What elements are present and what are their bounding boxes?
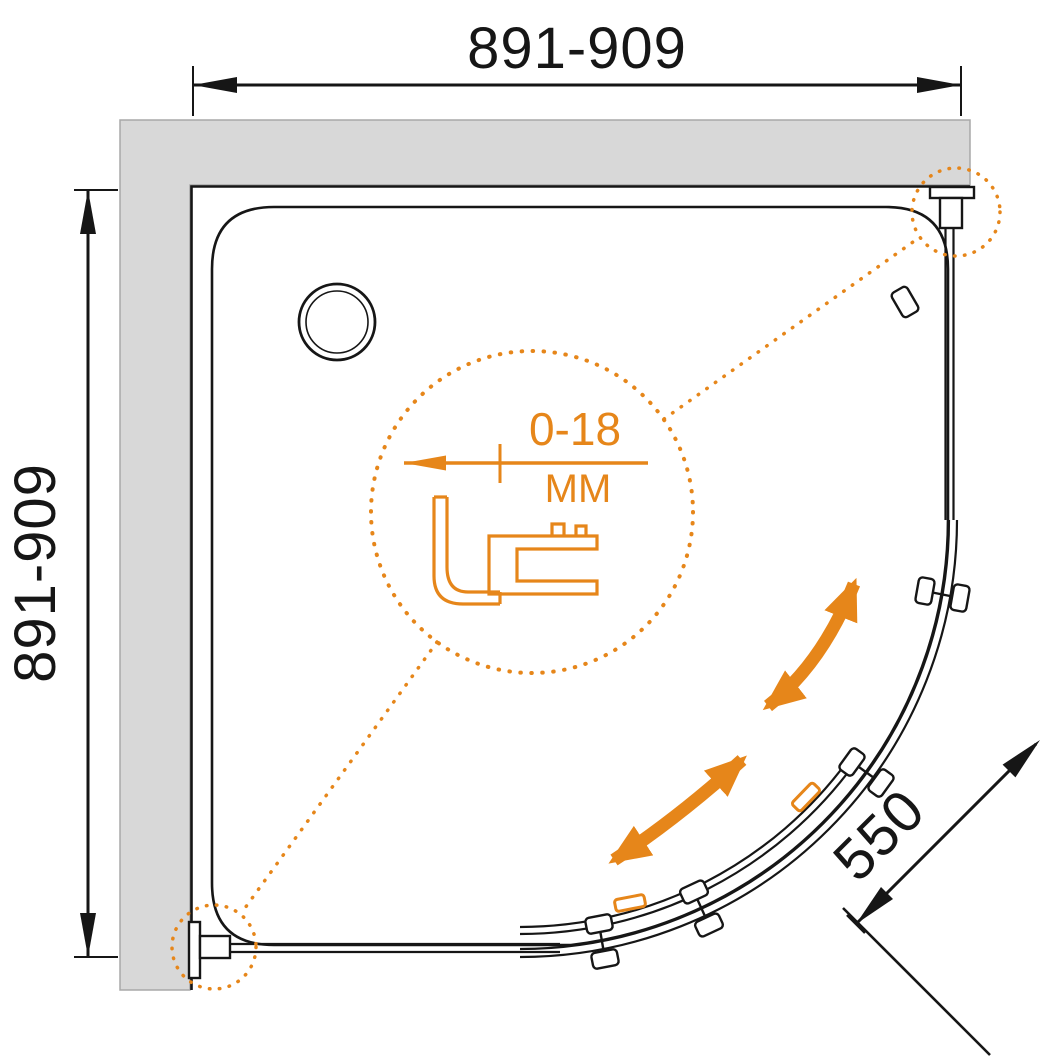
drain-outer (297, 282, 377, 362)
handle-upper (791, 781, 821, 813)
wall-profile-bottom-left-channel (198, 934, 232, 960)
fixed-glass-panels (224, 198, 955, 954)
glass-clamp-top (890, 285, 920, 319)
top-dimension-label: 891-909 (467, 16, 687, 81)
curved-sliding-doors (519, 519, 959, 959)
radius-dim-arrow-ne (1002, 740, 1040, 778)
roller-4-outer (590, 948, 620, 970)
radius-dim-tick (846, 914, 866, 934)
slide-arrow-upper (762, 577, 861, 712)
door-rollers (584, 285, 971, 970)
detail-leader-bottom-left (243, 640, 439, 910)
wall-profile-top-right-plate (928, 185, 976, 200)
fixed-glass-bottom (224, 942, 560, 954)
left-dimension: 891-909 (3, 189, 118, 958)
wall-l-shape (119, 119, 971, 991)
adjustment-arrow-left (404, 455, 446, 471)
left-dimension-label: 891-909 (3, 463, 68, 683)
detail-circle-top-right (910, 166, 1002, 258)
wall-profiles (187, 185, 976, 980)
handle-lower (613, 893, 647, 913)
detail-circle-bottom-left (170, 903, 258, 991)
roller-3-outer (693, 912, 725, 938)
walls (119, 119, 971, 991)
outer-door-glass-outer-line (519, 519, 959, 959)
profile-cross-section (432, 495, 599, 606)
roller-2-inner (838, 747, 866, 777)
top-dim-arrow-left (193, 77, 237, 93)
detail-leader-top-right (662, 235, 922, 421)
left-dim-arrow-top (80, 190, 96, 234)
detail-callout (170, 166, 1002, 991)
drain-inner (305, 290, 369, 354)
roller-3-inner (678, 879, 710, 905)
radius-dim-arrow-sw (856, 887, 893, 924)
roller-4-inner (584, 913, 614, 935)
profile-detail-content: 0-18 ММ (404, 403, 648, 606)
radius-dim-leader (842, 907, 991, 1056)
adjustment-unit-label: ММ (545, 467, 612, 511)
left-dim-arrow-bottom (80, 913, 96, 957)
roller-1-inner (914, 576, 936, 606)
wall-profile-top-right-channel (938, 196, 964, 230)
roller-1-outer (949, 583, 971, 613)
door-handles (613, 781, 821, 913)
fixed-glass-right (944, 198, 955, 520)
top-dim-arrow-right (917, 77, 961, 93)
outer-door-glass-inner-line (519, 519, 951, 951)
slide-direction-arrows (608, 577, 861, 866)
radius-dimension-label: 550 (821, 777, 938, 894)
radius-dim-line (856, 742, 1038, 924)
detail-circle-main (369, 349, 695, 675)
roller-2-outer (867, 768, 895, 798)
top-dimension: 891-909 (192, 16, 962, 116)
adjustment-range-label: 0-18 (529, 403, 621, 455)
slide-arrow-lower (608, 755, 747, 866)
wall-inner-edge (190, 185, 970, 990)
wall-profile-bottom-left-plate (187, 920, 202, 980)
